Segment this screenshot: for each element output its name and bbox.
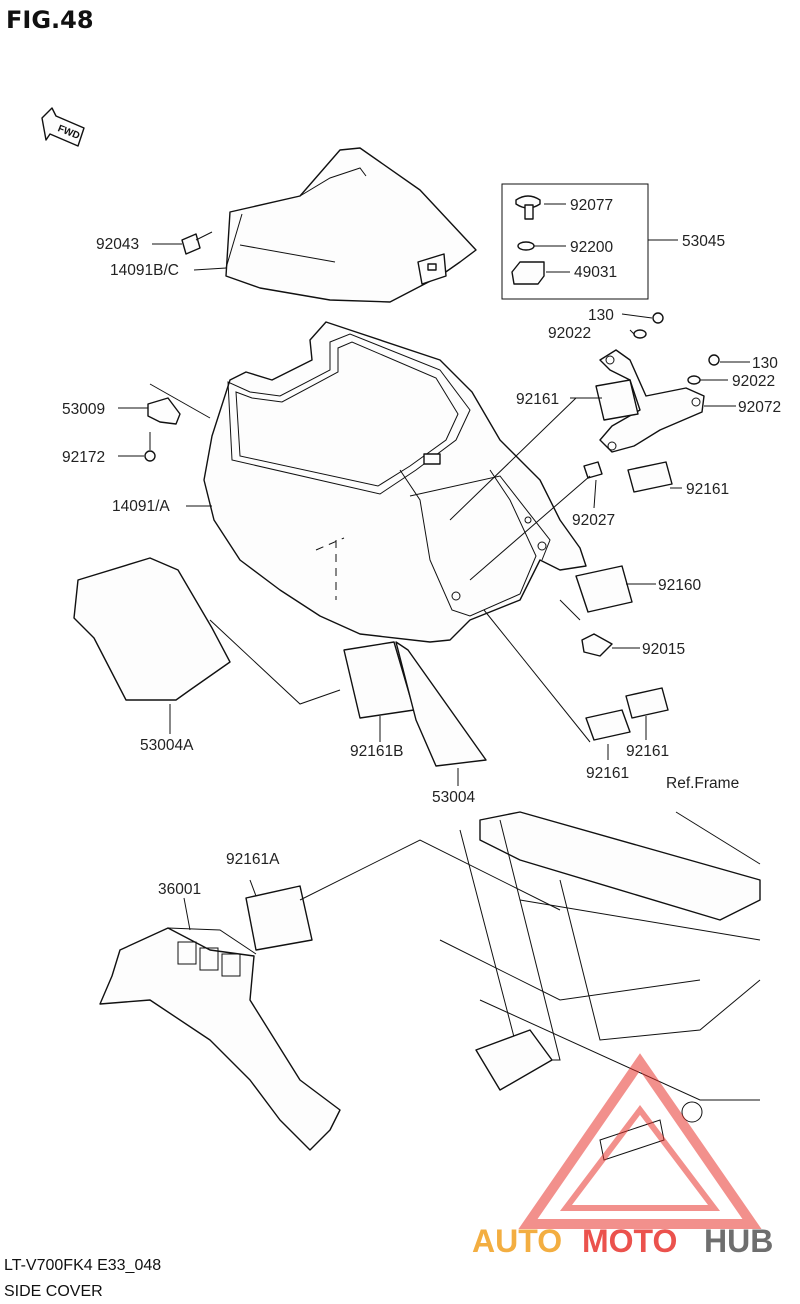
pad-92161a-lower — [245, 885, 313, 951]
pad-92161d — [625, 687, 669, 719]
label-36001: 36001 — [158, 881, 201, 898]
nut-92015 — [581, 633, 613, 657]
label-92172: 92172 — [62, 449, 105, 466]
label-53004a: 53004A — [140, 737, 194, 754]
label-92043: 92043 — [96, 236, 139, 253]
label-92161-d: 92161 — [586, 765, 629, 782]
label-92161b: 92161B — [350, 743, 403, 760]
label-92015: 92015 — [642, 641, 685, 658]
side-cover-14091a — [203, 321, 587, 643]
label-92161-c: 92161 — [626, 743, 669, 760]
pad-92160 — [575, 565, 633, 613]
label-92027: 92027 — [572, 512, 615, 529]
label-53004: 53004 — [432, 789, 475, 806]
label-92200: 92200 — [570, 239, 613, 256]
watermark-part1: AUTO — [472, 1223, 562, 1259]
label-130-b: 130 — [752, 355, 778, 372]
watermark-part2: MOTO — [582, 1223, 677, 1259]
label-130-a: 130 — [588, 307, 614, 324]
mat-53004a — [73, 557, 231, 701]
label-49031: 49031 — [574, 264, 617, 281]
label-53045: 53045 — [682, 233, 725, 250]
footer-name: SIDE COVER — [4, 1283, 103, 1300]
clip-92077-icon — [515, 195, 541, 209]
label-92072: 92072 — [738, 399, 781, 416]
mat-53004 — [395, 641, 487, 767]
figure-title: FIG.48 — [6, 6, 94, 34]
frame-reference — [439, 811, 761, 1161]
watermark-part3: HUB — [704, 1223, 773, 1259]
label-92161a: 92161A — [226, 851, 280, 868]
clip-53009 — [147, 383, 211, 425]
label-ref-frame: Ref.Frame — [666, 775, 739, 792]
label-92161-a: 92161 — [516, 391, 559, 408]
nut-49031-icon — [511, 261, 545, 285]
label-92077: 92077 — [570, 197, 613, 214]
label-92160: 92160 — [658, 577, 701, 594]
leader-lines — [118, 203, 750, 931]
label-92022-b: 92022 — [732, 373, 775, 390]
panel-36001 — [99, 927, 341, 1151]
part-labels: 92043 14091B/C 92077 92200 49031 53045 1… — [62, 197, 781, 898]
upper-cover-14091bc — [225, 147, 477, 303]
screw-92172 — [144, 450, 156, 462]
label-53009: 53009 — [62, 401, 105, 418]
bracket-92072 — [599, 349, 705, 453]
watermark-logo: AUTO MOTO HUB — [472, 1053, 773, 1259]
pad-92161b — [627, 461, 673, 493]
label-14091bc: 14091B/C — [110, 262, 179, 279]
fwd-arrow-icon: FWD — [41, 107, 85, 147]
pad-92161c — [585, 709, 631, 741]
washer-92027 — [583, 461, 603, 479]
label-92161-b: 92161 — [686, 481, 729, 498]
footer-code: LT-V700FK4 E33_048 — [4, 1257, 161, 1274]
bolts-130 — [633, 312, 720, 385]
label-14091a: 14091/A — [112, 498, 170, 515]
pad-92161a — [595, 379, 639, 421]
clip-92043 — [181, 231, 213, 255]
washer-92200-icon — [517, 241, 535, 251]
kit-box-53045 — [501, 183, 649, 300]
label-92022-a: 92022 — [548, 325, 591, 342]
